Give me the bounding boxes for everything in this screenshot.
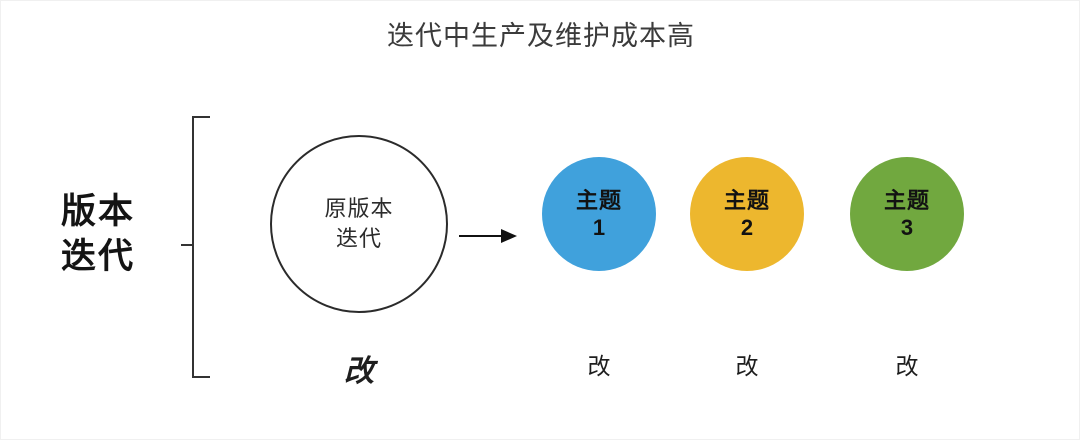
theme-circle-1-label: 主题 <box>575 188 622 213</box>
theme-circle-1-number: 1 <box>592 215 606 240</box>
theme-circle-3: 主题 3 <box>850 157 964 271</box>
bracket-bottom-tick <box>192 376 210 378</box>
theme-circle-2-number: 2 <box>740 215 754 240</box>
caption-theme-2: 改 <box>735 353 759 379</box>
version-iteration-label: 版本 迭代 <box>23 189 173 279</box>
caption-origin: 改 <box>344 355 374 388</box>
bracket-stem <box>192 116 194 378</box>
bracket-top-tick <box>192 116 210 118</box>
origin-version-circle: 原版本 迭代 <box>270 135 448 313</box>
group-bracket-icon <box>181 113 215 381</box>
caption-theme-3: 改 <box>895 353 919 379</box>
origin-version-circle-line1: 原版本 <box>324 196 394 221</box>
page-title: 迭代中生产及维护成本高 <box>387 21 695 51</box>
theme-circle-1: 主题 1 <box>542 157 656 271</box>
arrow-head <box>501 229 517 243</box>
theme-circle-2: 主题 2 <box>690 157 804 271</box>
version-iteration-label-line1: 版本 <box>60 192 135 231</box>
theme-circle-2-label: 主题 <box>723 188 770 213</box>
origin-version-circle-line2: 迭代 <box>335 226 382 251</box>
theme-circle-3-label: 主题 <box>883 188 930 213</box>
caption-theme-1: 改 <box>587 353 611 379</box>
bracket-middle-tick <box>181 244 193 246</box>
arrow-shaft <box>459 235 503 237</box>
right-arrow-icon <box>459 229 519 243</box>
version-iteration-label-line2: 迭代 <box>60 237 135 276</box>
theme-circle-3-number: 3 <box>900 215 914 240</box>
